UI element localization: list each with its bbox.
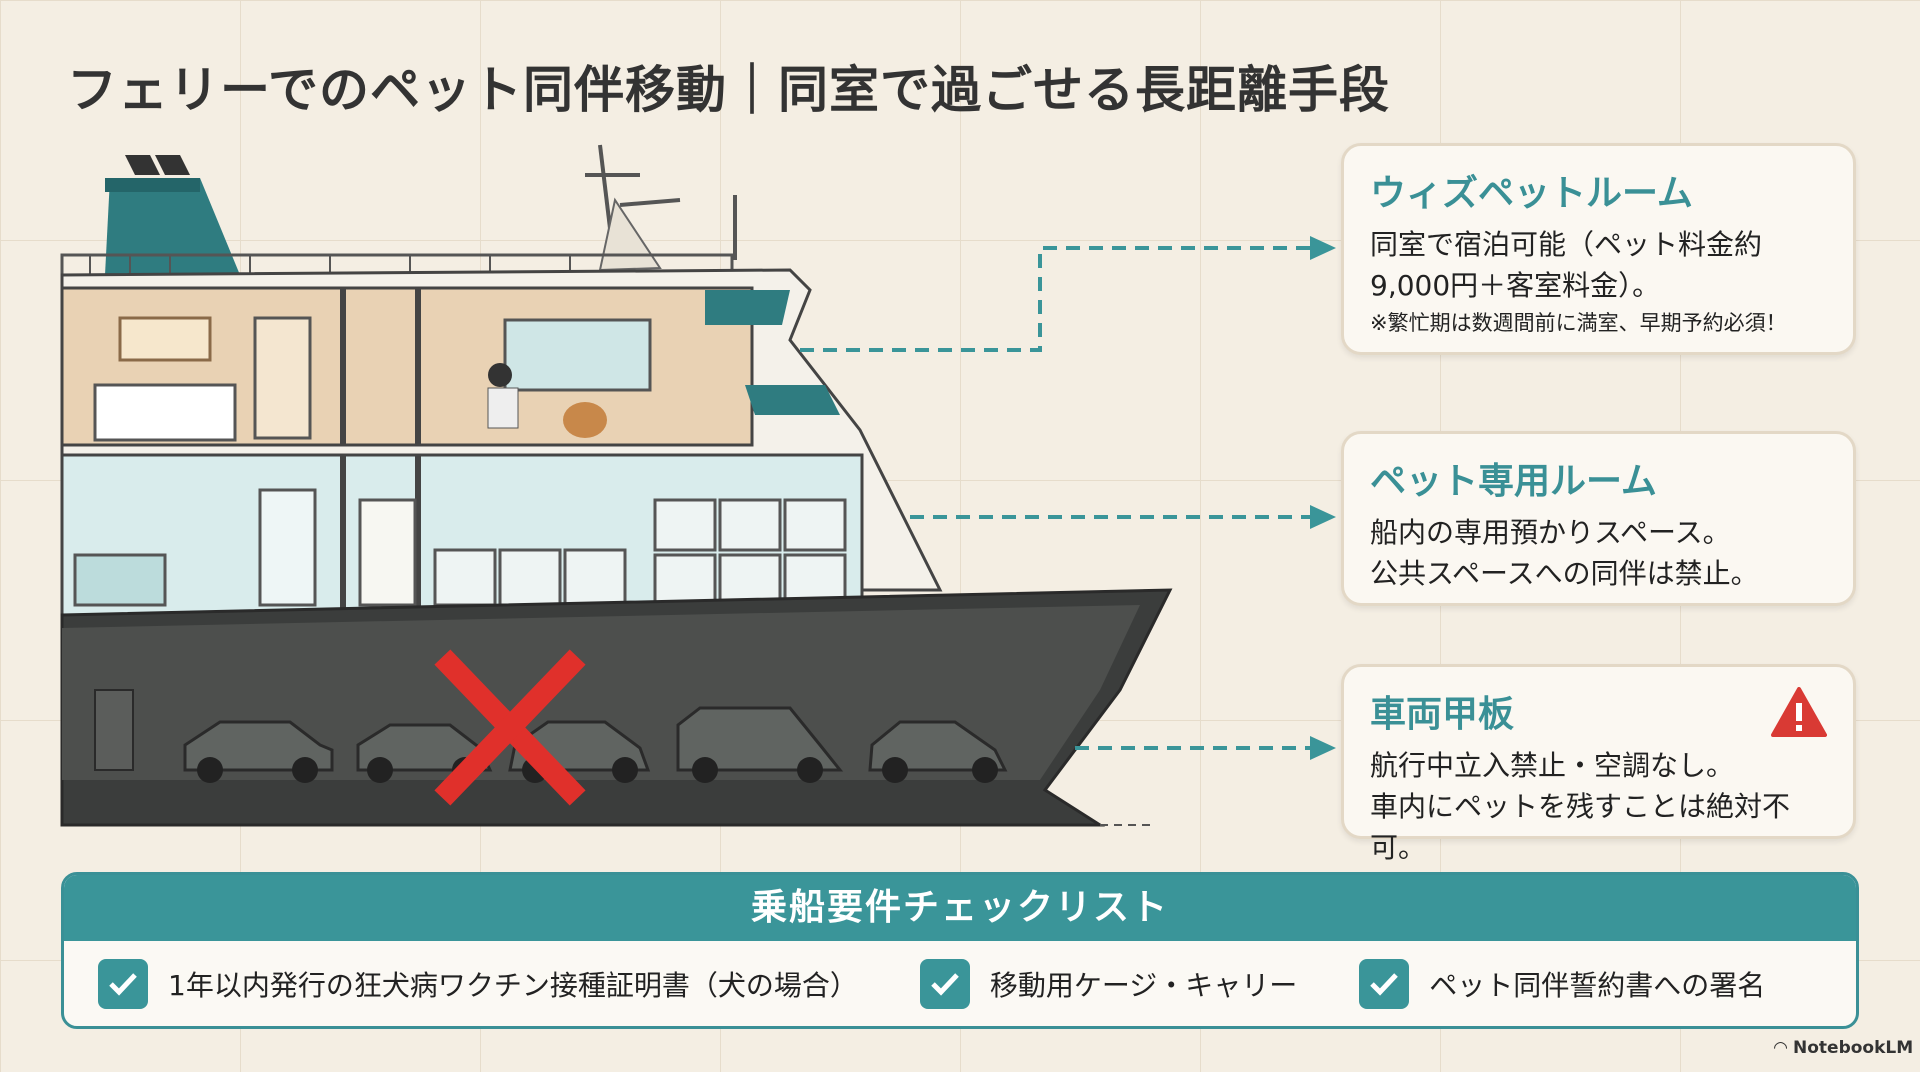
checkbox-checked-icon [1359,958,1410,1009]
boarding-checklist: 乗船要件チェックリスト 1年以内発行の狂犬病ワクチン接種証明書（犬の場合） 移動… [61,872,1859,1029]
brand-label: NotebookLM [1793,1038,1914,1058]
connector-arrows [800,246,1315,750]
card-with-pet-room: ウィズペットルーム 同室で宿泊可能（ペット料金約 9,000円＋客室料金）。 ※… [1341,143,1856,355]
checklist-item: 1年以内発行の狂犬病ワクチン接種証明書（犬の場合） [98,958,858,1009]
card-text: 9,000円＋客室料金）。 [1370,269,1661,302]
card-text: 船内の専用預かりスペース。 [1370,516,1731,549]
checkbox-checked-icon [919,958,970,1009]
card-heading: ペット専用ルーム [1370,461,1657,502]
vehicle-deck [62,605,1140,780]
card-text: 車内にペットを残すことは絶対不可。 [1370,790,1791,864]
page-title: フェリーでのペット同伴移動｜同室で過ごせる長距離手段 [67,61,1390,119]
mast [585,144,737,271]
card-text: 航行中立入禁止・空調なし。 [1370,749,1735,782]
checklist-item: 移動用ケージ・キャリー [919,958,1298,1009]
card-heading: ウィズペットルーム [1370,173,1693,214]
warning-icon [1771,687,1827,737]
notebooklm-logo: ◠ NotebookLM [1774,1038,1914,1058]
card-pet-room: ペット専用ルーム 船内の専用預かりスペース。 公共スペースへの同伴は禁止。 [1341,431,1856,606]
checklist-item-label: ペット同伴誓約書への署名 [1429,968,1766,1002]
funnel [105,155,240,275]
checklist-item: ペット同伴誓約書への署名 [1359,958,1766,1009]
card-vehicle-deck: 車両甲板 航行中立入禁止・空調なし。 車内にペットを残すことは絶対不可。 [1341,664,1856,864]
card-note: ※繁忙期は数週間前に満室、早期予約必須！ [1370,311,1787,335]
checklist-title: 乗船要件チェックリスト [64,875,1856,941]
checklist-item-label: 1年以内発行の狂犬病ワクチン接種証明書（犬の場合） [168,968,858,1002]
card-text: 同室で宿泊可能（ペット料金約 [1370,228,1763,261]
checklist-item-label: 移動用ケージ・キャリー [989,968,1298,1002]
prohibited-x-icon [434,649,586,806]
checkbox-checked-icon [98,958,148,1009]
card-heading: 車両甲板 [1370,694,1515,735]
cars [183,706,1008,772]
card-text: 公共スペースへの同伴は禁止。 [1370,557,1759,590]
